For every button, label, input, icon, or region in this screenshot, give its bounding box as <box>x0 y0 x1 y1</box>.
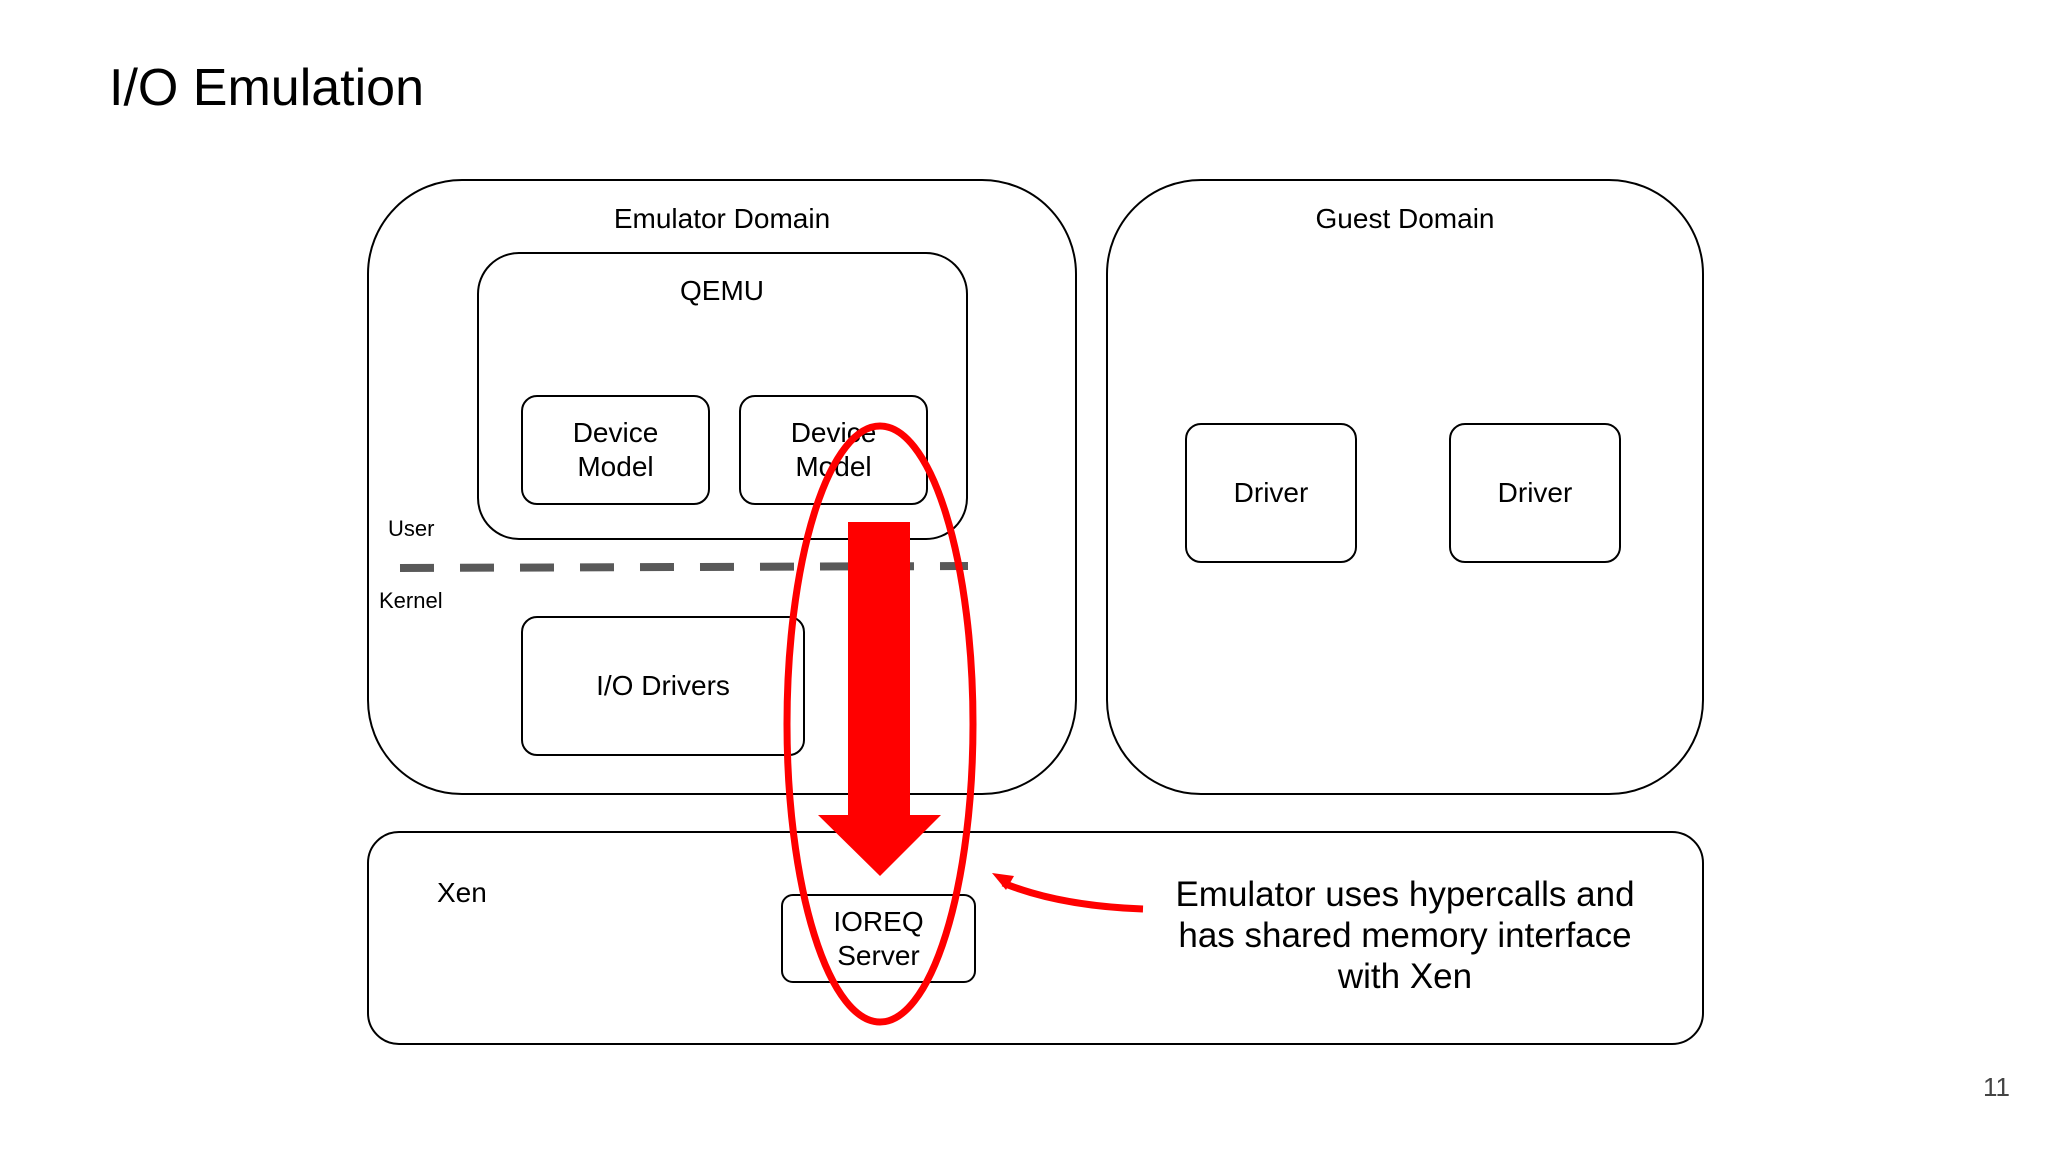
qemu-label: QEMU <box>680 275 764 306</box>
io-drivers-box: I/O Drivers <box>521 616 805 756</box>
slide-title: I/O Emulation <box>109 59 425 117</box>
emulator-domain-box <box>367 179 1077 795</box>
xen-label: Xen <box>437 877 487 908</box>
emulator-domain-label: Emulator Domain <box>613 203 831 234</box>
device-model-box: Device Model <box>521 395 710 505</box>
qemu-box <box>477 252 968 540</box>
driver-label: Driver <box>1233 477 1309 508</box>
callout-pointer-arrowhead <box>992 873 1014 890</box>
driver-box: Driver <box>1185 423 1357 563</box>
driver-box: Driver <box>1449 423 1621 563</box>
device-model-label: Device Model <box>572 417 659 482</box>
user-mode-label: User <box>388 516 435 541</box>
ioreq-server-label: IOREQ Server <box>833 905 924 971</box>
driver-label: Driver <box>1497 477 1573 508</box>
red-highlight-ellipse <box>783 422 977 1026</box>
io-drivers-label: I/O Drivers <box>596 670 730 701</box>
xen-box <box>367 831 1704 1045</box>
page-number: 11 <box>1983 1072 2010 1102</box>
red-down-arrow <box>818 522 941 876</box>
callout-pointer-line <box>1001 879 1144 913</box>
ioreq-server-box: IOREQ Server <box>781 894 976 983</box>
guest-domain-label: Guest Domain <box>1315 203 1495 234</box>
guest-domain-box <box>1106 179 1704 795</box>
callout-text: Emulator uses hypercalls and has shared … <box>1175 875 1635 996</box>
kernel-mode-label: Kernel <box>379 588 443 613</box>
